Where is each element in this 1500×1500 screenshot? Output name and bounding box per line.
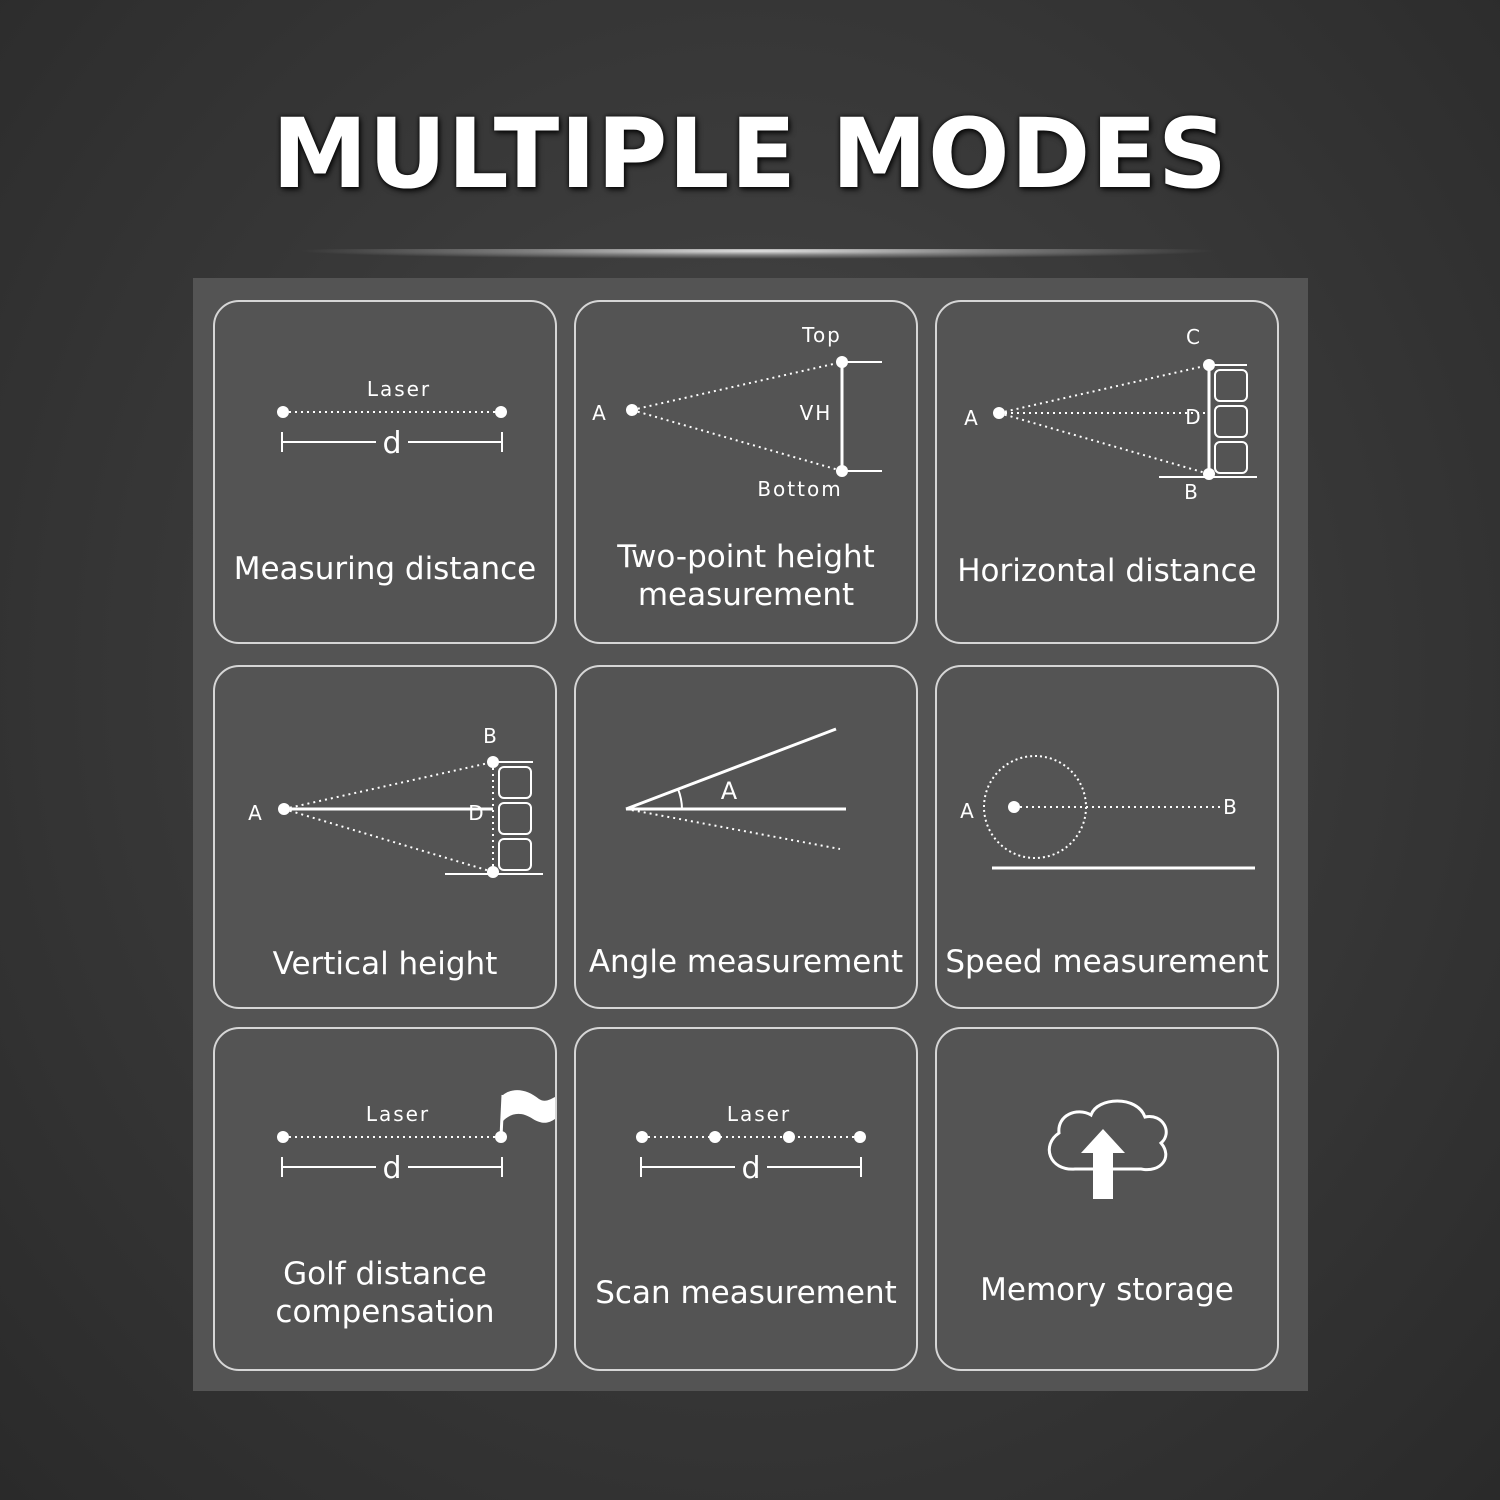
laser-label: Laser [366,1102,430,1126]
vertical-height-diagram: B A D [248,724,543,878]
distance-d-label: d [741,1151,760,1186]
point-a-label: A [592,401,608,425]
mode-tile-vertical-height: B A D Vertical height [213,665,557,1009]
mode-label: Two-point height measurement [576,538,916,614]
point-b-label: B [1223,795,1239,819]
vh-label: VH [800,401,833,425]
mode-label: Scan measurement [595,1275,897,1311]
mode-label: Vertical height [272,946,498,982]
mode-label-line: Two-point height [617,539,875,575]
golf-distance-diagram: Laser d [277,1090,555,1186]
mode-tile-golf-distance: Laser d Golf distance compensation [213,1027,557,1371]
point-c-label: C [1186,325,1202,349]
scan-diagram: Laser d [636,1102,866,1186]
bottom-label: Bottom [757,477,842,501]
laser-label: Laser [727,1102,791,1126]
point-a-label: A [964,406,980,430]
angle-diagram: A [625,727,846,850]
flag-icon [503,1090,555,1123]
mode-tile-two-point-height: Top A VH Bottom Two-point height measure… [574,300,918,644]
mode-label: Angle measurement [588,944,904,980]
point-d-label: D [468,801,485,825]
top-label: Top [801,323,842,347]
mode-tile-angle: A Angle measurement [574,665,918,1009]
cloud-upload-icon [1047,1099,1168,1199]
mode-label: Golf distance compensation [215,1255,555,1331]
mode-tile-horizontal-distance: C A D B Horizontal distance [935,300,1279,644]
mode-tile-memory-storage: Memory storage [935,1027,1279,1371]
point-b-label: B [1184,480,1200,504]
page-title: MULTIPLE MODES [271,98,1229,210]
mode-label-line: compensation [275,1294,495,1330]
mode-tile-scan: Laser d Scan measurement [574,1027,918,1371]
distance-d-label: d [382,426,401,461]
measuring-distance-diagram: Laser d [277,377,507,461]
mode-label: Memory storage [980,1272,1234,1308]
mode-tile-speed: A B Speed measurement [935,665,1279,1009]
mode-label-line: measurement [637,577,855,613]
mode-label: Speed measurement [945,944,1269,980]
point-b-label: B [483,724,499,748]
mode-label-line: Golf distance [283,1256,487,1292]
horizontal-distance-diagram: C A D B [964,325,1257,504]
title-divider [295,249,1220,259]
two-point-height-diagram: Top A VH Bottom [592,323,882,501]
point-a-label: A [960,799,976,823]
speed-diagram: A B [960,755,1255,870]
mode-tile-measuring-distance: Laser d Measuring distance [213,300,557,644]
point-d-label: D [1185,405,1202,429]
modes-grid: Laser d Measuring distance Top A VH Bott… [193,278,1308,1391]
distance-d-label: d [382,1151,401,1186]
mode-label: Measuring distance [233,551,537,587]
mode-label: Horizontal distance [957,553,1257,589]
point-a-label: A [248,801,264,825]
angle-a-label: A [721,777,739,805]
laser-label: Laser [367,377,431,401]
